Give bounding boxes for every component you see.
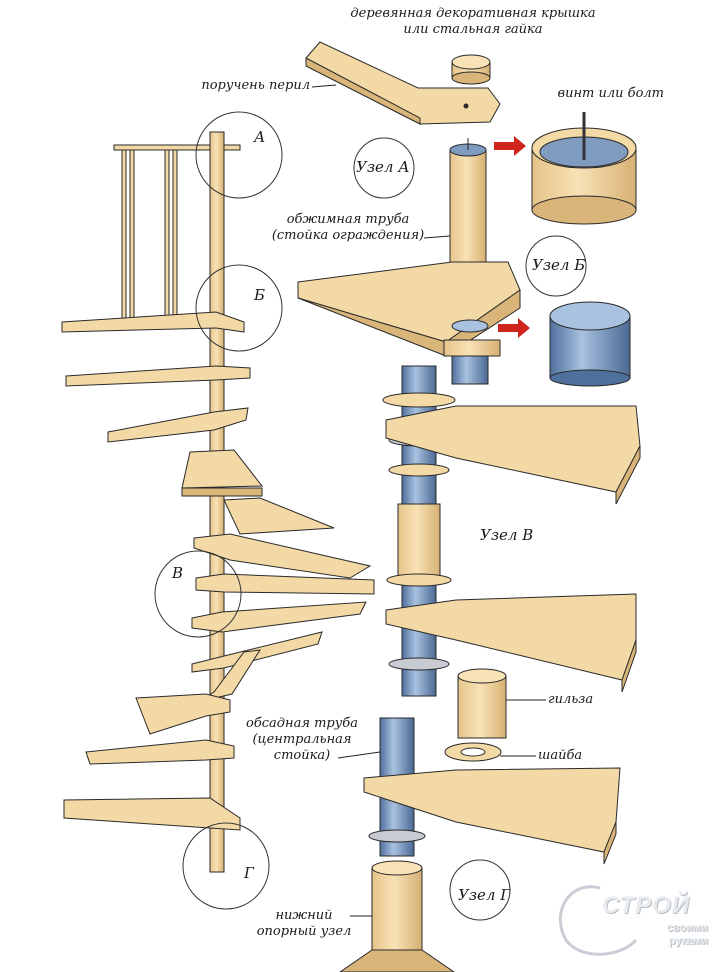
node-v-stack	[382, 365, 641, 697]
circle-letter-g: Г	[244, 864, 254, 882]
sleeve-washer	[444, 668, 507, 762]
screw-label: винт или болт	[557, 86, 664, 101]
cap-label-line1: деревянная декоративная крышка	[350, 6, 596, 21]
watermark-logo	[558, 885, 638, 956]
full-staircase	[61, 111, 375, 910]
circle-zoom-icon	[195, 111, 283, 199]
circle-zoom-icon	[154, 550, 242, 638]
watermark-line1: своими	[666, 922, 708, 934]
bottom-node-label: нижний опорный узел	[246, 908, 362, 940]
casing-tube-label: обсадная труба (центральная стойка)	[232, 716, 372, 764]
crimp-tube-label-line2: (стойка ограждения)	[271, 228, 425, 243]
casing-tube-label-line3: стойка)	[273, 748, 331, 763]
threaded-coupling	[549, 301, 631, 387]
circle-letter-a: А	[254, 128, 266, 146]
node-b-parts	[297, 261, 631, 387]
railing	[113, 144, 241, 326]
crimp-tube-label-line1: обжимная труба	[286, 212, 410, 227]
red-arrow-icon	[498, 318, 530, 338]
casing-tube-label-line1: обсадная труба	[246, 716, 358, 731]
casing-tube-label-line2: (центральная	[252, 732, 352, 747]
watermark-tagline: своими руками	[612, 922, 708, 948]
circle-letter-v: В	[172, 564, 184, 582]
watermark-brand: СТРОЙ	[602, 892, 691, 919]
node-b-title: Узел Б	[532, 256, 586, 274]
bottom-node-label-line1: нижний	[275, 908, 333, 923]
node-v-title: Узел В	[480, 526, 534, 544]
steps	[61, 311, 375, 831]
bottom-node-label-line2: опорный узел	[256, 924, 352, 939]
central-post	[209, 131, 225, 873]
handrail	[305, 41, 501, 125]
node-circles	[353, 137, 587, 921]
circle-zoom-icon	[182, 822, 270, 910]
cap-label-line2: или стальная гайка	[403, 22, 543, 37]
watermark-line2: руками	[668, 935, 708, 947]
circle-letter-b: Б	[254, 286, 266, 304]
node-a-parts	[305, 41, 637, 338]
washer-label: шайба	[538, 748, 583, 763]
crimp-tube-label: обжимная труба (стойка ограждения)	[262, 212, 434, 244]
cap-label: деревянная декоративная крышка или сталь…	[318, 6, 628, 38]
circle-zoom-icon	[195, 264, 283, 352]
screw-cup	[531, 112, 637, 225]
node-g-stack	[339, 717, 621, 972]
decorative-cap	[451, 54, 491, 85]
node-a-title: Узел А	[356, 158, 410, 176]
red-arrow-icon	[494, 136, 526, 156]
handrail-label: поручень перил	[201, 78, 310, 93]
node-g-title: Узел Г	[458, 886, 511, 904]
sleeve-label: гильза	[548, 692, 594, 707]
leader-lines	[311, 84, 546, 917]
